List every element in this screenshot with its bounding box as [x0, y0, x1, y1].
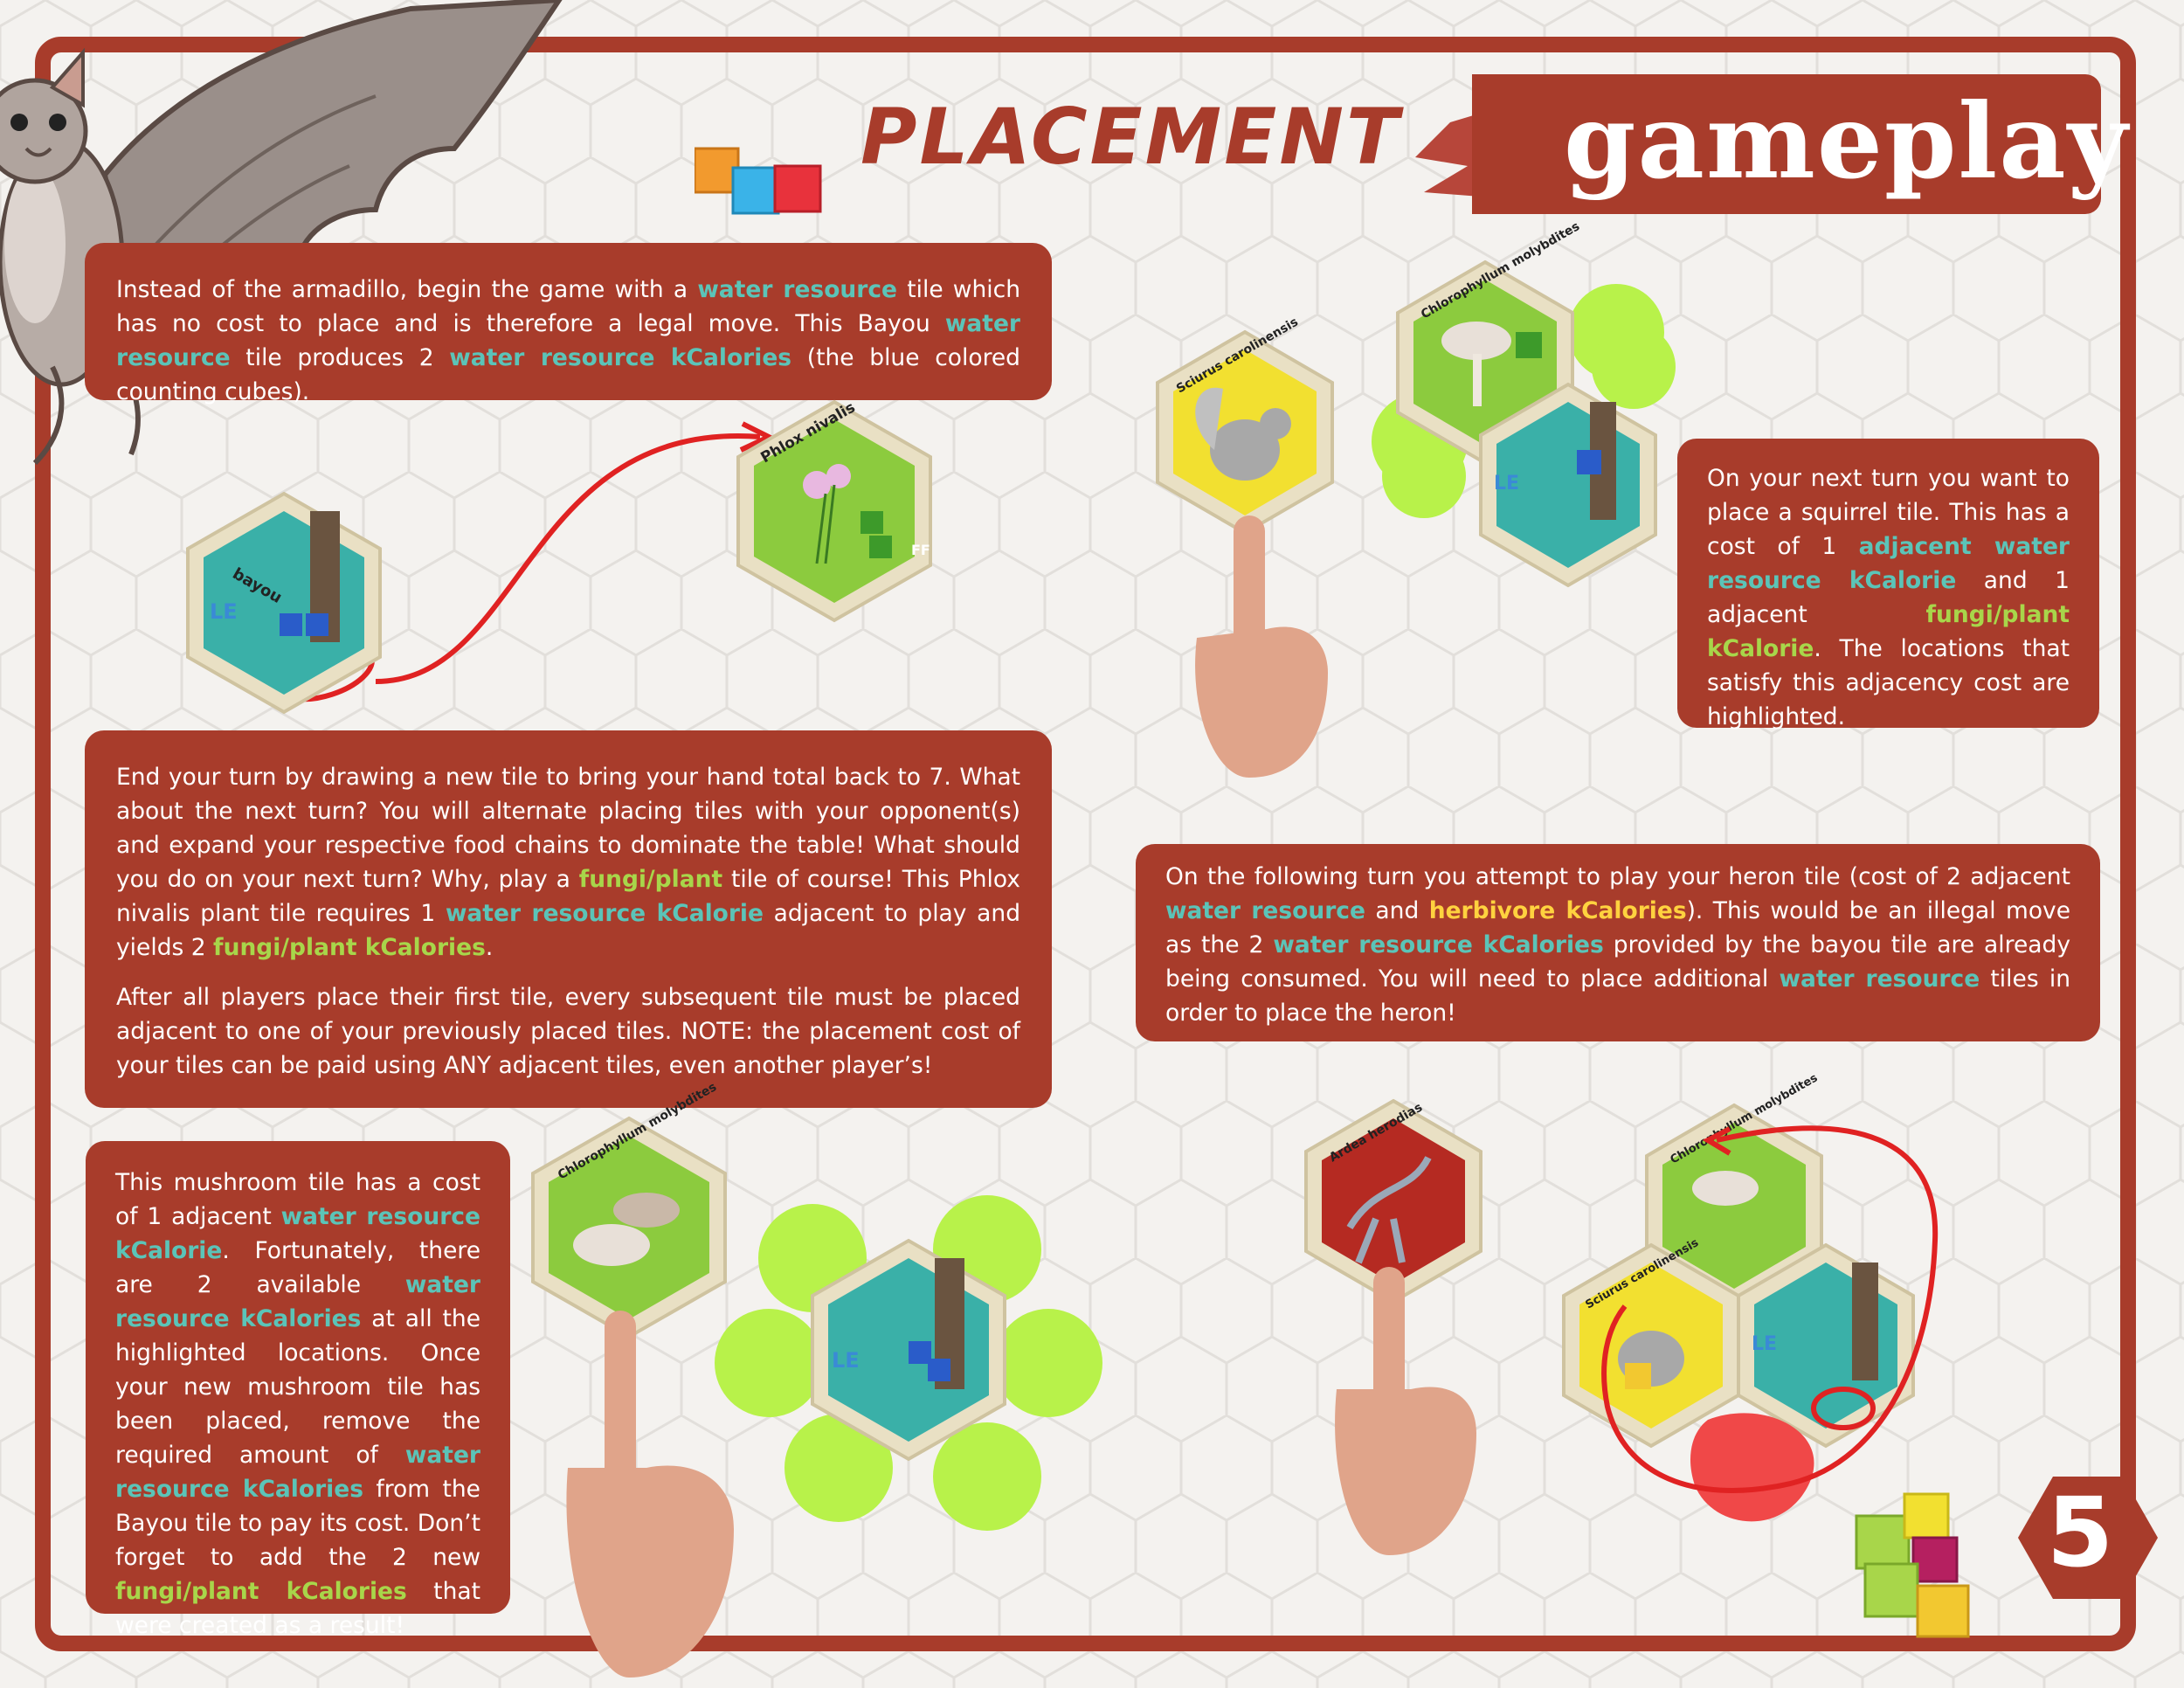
bayou-tile-top: LE: [1479, 382, 1657, 588]
bayou-tile-bottom-le: LE: [832, 1348, 860, 1373]
text-run: This mushroom tile has a cost of 1 adjac…: [115, 1169, 480, 1230]
water-cube: [306, 613, 328, 636]
highlight-term: adjacent water resource kCalorie: [1707, 533, 2070, 594]
text-run: tile of course! This Phlox nivalis plant…: [116, 866, 1020, 927]
highlight-term: water resource kCalorie: [445, 900, 764, 927]
text-run: . The locations that satisfy this adjace…: [1707, 635, 2070, 730]
text-run: tile which has no cost to place and is t…: [116, 276, 1021, 337]
bayou-cube-circle: [1811, 1387, 1876, 1430]
text-run: at all the highlighted locations. Once y…: [115, 1305, 480, 1469]
consumption-arrow-loop: [1601, 1125, 1939, 1493]
mushroom-box: This mushroom tile has a cost of 1 adjac…: [86, 1141, 510, 1639]
text-run: tile produces 2: [230, 344, 450, 371]
squirrel-box: On your next turn you want to place a sq…: [1677, 439, 2099, 730]
highlight-term: water resource: [116, 310, 1020, 371]
text-run: adjacent to play and yields 2: [116, 900, 1021, 961]
illegal-move-patch: [1690, 1413, 1814, 1522]
section-label: gameplay: [1564, 80, 2130, 202]
highlight-term: water resource kCalories: [449, 344, 792, 371]
text-run: End your turn by drawing a new tile to b…: [116, 764, 1020, 893]
text-run: Instead of the armadillo, begin the game…: [116, 276, 698, 303]
text-run: (the blue colored counting cubes).: [116, 344, 1021, 405]
pointing-hand-icon: [1195, 515, 1328, 778]
next-turn-paragraph-2: After all players place their first tile…: [116, 980, 1020, 1083]
bayou-tile-right-le: LE: [1752, 1333, 1777, 1355]
placement-arrow: [375, 433, 761, 684]
next-turn-box: End your turn by drawing a new tile to b…: [85, 730, 1052, 1108]
mushroom-highlight-patches: [715, 1195, 1102, 1531]
heron-box: On the following turn you attempt to pla…: [1136, 844, 2100, 1041]
phlox-tile: Phlox nivalis FF: [736, 398, 932, 623]
text-run: that were created as a result!: [115, 1578, 480, 1639]
highlight-term: water resource: [1165, 897, 1365, 924]
intro-box: Instead of the armadillo, begin the game…: [85, 243, 1052, 405]
pointing-hand-icon: [1335, 1267, 1476, 1555]
pagenum-hexagon: [2018, 1477, 2158, 1599]
text-run: . Fortunately, there are 2 available: [115, 1237, 480, 1298]
phlox-tile-ff: FF: [911, 542, 930, 558]
text-run: from the Bayou tile to pay its cost. Don…: [115, 1476, 480, 1571]
text-run: ). This would be an illegal move as the …: [1165, 897, 2071, 958]
pointing-hand-icon: [566, 1311, 734, 1678]
mushroom-tile: Chlorophyllum molybdites: [531, 1080, 727, 1339]
section-banner: [1472, 74, 2101, 214]
squirrel-tile: Sciurus carolinensis: [1156, 315, 1334, 536]
bayou-tile-top-le: LE: [1494, 473, 1519, 495]
bayou-tile-bottom: LE: [811, 1238, 1006, 1462]
highlight-term: herbivore kCalories: [1428, 897, 1687, 924]
highlight-term: water resource kCalories: [1273, 931, 1604, 958]
counting-cubes-icon-bottom: [1855, 1492, 1970, 1638]
highlight-term: water resource: [697, 276, 898, 303]
page-number: 5: [2046, 1477, 2114, 1588]
highlight-term: fungi/plant kCalories: [115, 1578, 407, 1605]
text-run: and 1 adjacent: [1707, 567, 2070, 628]
text-run: On your next turn you want to place a sq…: [1707, 465, 2070, 560]
highlight-term: water resource kCalories: [115, 1271, 480, 1332]
highlight-term: fungi/plant kCalories: [213, 934, 486, 961]
bat-illustration: [0, 0, 563, 466]
highlight-term: water resource kCalories: [115, 1442, 480, 1503]
counting-cubes-icon: [695, 147, 822, 215]
text-run: After all players place their first tile…: [116, 984, 1020, 1079]
water-cube: [280, 613, 302, 636]
text-run: tiles in order to place the heron!: [1165, 965, 2070, 1027]
text-run: provided by the bayou tile are already b…: [1165, 931, 2071, 993]
text-run: On the following turn you attempt to pla…: [1165, 863, 2070, 890]
highlight-term: fungi/plant: [578, 866, 723, 893]
highlight-term: fungi/plant kCalorie: [1707, 601, 2070, 662]
heron-text: On the following turn you attempt to pla…: [1165, 860, 2070, 1030]
squirrel-text: On your next turn you want to place a sq…: [1707, 461, 2070, 734]
next-turn-paragraph-1: End your turn by drawing a new tile to b…: [116, 760, 1020, 965]
highlight-term: water resource: [1779, 965, 1980, 993]
bayou-tile-le: LE: [210, 599, 238, 624]
intro-text: Instead of the armadillo, begin the game…: [116, 273, 1020, 409]
page-frame: [35, 37, 2136, 1651]
highlight-term: water resource kCalorie: [115, 1203, 480, 1264]
bayou-tile: bayou LE: [186, 491, 382, 715]
page-title: PLACEMENT: [860, 92, 1402, 182]
plant-cube: [860, 511, 883, 534]
text-run: .: [485, 934, 494, 961]
text-run: and: [1365, 897, 1429, 924]
mushroom-text: This mushroom tile has a cost of 1 adjac…: [115, 1166, 480, 1643]
plant-cube: [869, 536, 892, 558]
